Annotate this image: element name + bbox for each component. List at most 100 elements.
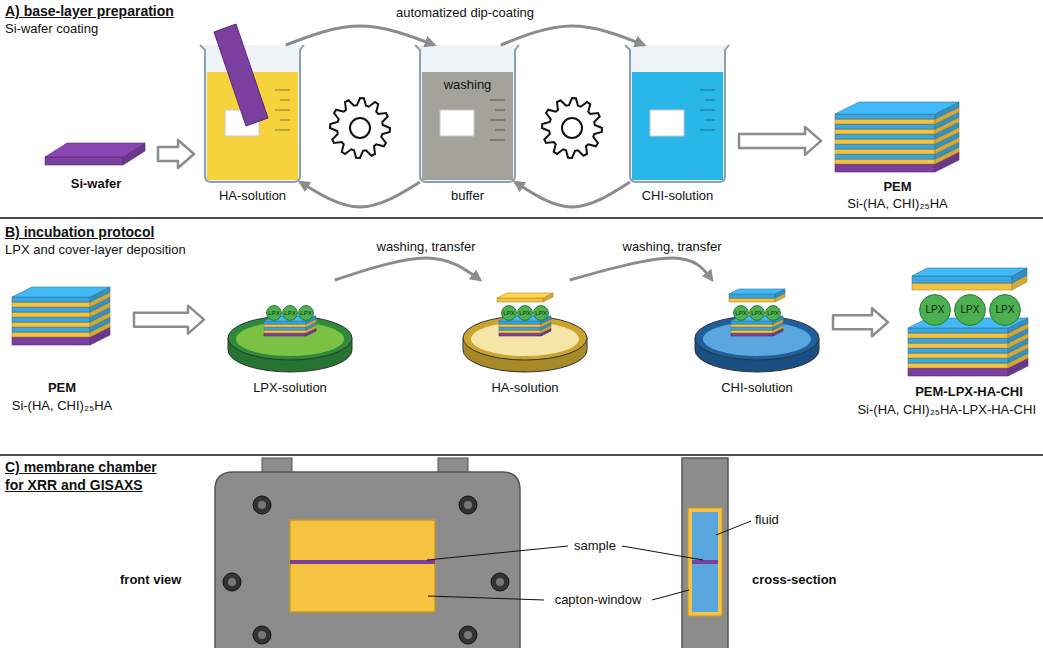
sphere-label: LPX	[503, 310, 514, 316]
layer-stack	[835, 164, 935, 172]
node-label: CHI-solution	[721, 380, 793, 396]
layer-stack	[499, 324, 541, 327]
process-item: HA-solutionLPXLPXLPX	[461, 280, 589, 374]
screw-hole	[258, 631, 266, 639]
petri-dish	[695, 316, 819, 360]
layer-stack	[264, 330, 306, 333]
sphere-outline	[299, 306, 314, 321]
sphere-label: LPX	[961, 305, 980, 315]
sphere-label: LPX	[751, 310, 762, 316]
sphere-outline	[766, 306, 781, 321]
layer-stack	[499, 330, 541, 333]
lpx-sphere: LPX	[733, 305, 749, 321]
layer-stack	[264, 324, 306, 327]
layer-stack	[835, 129, 935, 134]
lpx-sphere: LPX	[517, 305, 533, 321]
process-item: CHI-solutionLPXLPXLPX	[693, 280, 821, 374]
gear-symbol	[350, 118, 370, 138]
sphere-outline	[990, 295, 1021, 326]
sphere-outline	[955, 295, 986, 326]
layer-stack	[908, 353, 1008, 358]
layer-stack	[908, 368, 1008, 376]
layer-stack	[12, 322, 90, 327]
layer-stack	[835, 119, 935, 124]
beaker	[440, 110, 474, 136]
layer-stack	[908, 348, 1008, 353]
petri-dish	[228, 316, 352, 360]
lpx-sphere: LPX	[533, 305, 549, 321]
chamber-cross-section	[692, 512, 718, 612]
sphere-outline	[920, 295, 951, 326]
layer-stack	[731, 321, 773, 324]
petri-dish	[228, 316, 819, 372]
screw-hole	[459, 626, 477, 644]
chamber-cross-section	[692, 560, 718, 564]
process-item: HA-solution	[205, 45, 300, 182]
node-label: Si-(HA, CHI)₂₅HA	[847, 196, 948, 212]
layer-stack	[729, 289, 785, 294]
leader-line	[427, 521, 751, 600]
chamber-front	[290, 520, 435, 612]
layer-stack	[835, 102, 959, 114]
chamber-cross-section	[682, 458, 728, 648]
layer-stack	[497, 293, 553, 298]
sphere-outline	[534, 306, 549, 321]
panel-divider	[0, 217, 1043, 219]
sphere-outline	[750, 306, 765, 321]
sphere-label: LPX	[926, 305, 945, 315]
screw-hole	[258, 501, 266, 509]
process-item: CHI-solution	[630, 45, 725, 182]
layer-stack	[835, 159, 935, 164]
block-arrow	[158, 140, 194, 168]
layer-stack	[835, 134, 935, 139]
layer-stack	[912, 283, 1012, 290]
layer-stack	[12, 287, 110, 297]
screw-hole	[253, 496, 271, 514]
chamber-cross-section	[682, 458, 728, 648]
node-label: HA-solution	[219, 188, 286, 204]
layer-stack	[12, 102, 1028, 376]
layer-stack	[264, 333, 306, 336]
layer-stack	[835, 149, 935, 154]
layer-stack	[908, 358, 1008, 363]
gear-symbol	[562, 118, 582, 138]
node-label: Si-wafer	[71, 176, 122, 192]
lpx-sphere: LPX	[765, 305, 781, 321]
layer-stack	[912, 268, 1027, 276]
panel-heading: B) incubation protocol	[5, 224, 154, 241]
lpx-sphere: LPX	[282, 305, 298, 321]
layer-stack	[729, 298, 775, 302]
curved-arrow	[300, 182, 420, 207]
annotation: automatized dip-coating	[396, 5, 534, 21]
node-label: PEM-LPX-HA-CHI	[915, 384, 1023, 400]
node-label: PEM	[883, 179, 911, 195]
screw-hole	[228, 578, 236, 586]
layer-stack	[835, 144, 935, 149]
beaker	[415, 45, 519, 182]
panel-heading: cross-section	[752, 572, 837, 588]
beaker	[632, 72, 723, 180]
annotation: fluid	[755, 512, 779, 528]
petri-dish	[236, 322, 344, 356]
leader-line	[716, 521, 751, 535]
layer-stack	[731, 324, 773, 327]
layer-stack	[12, 317, 90, 322]
layer-stack	[835, 124, 935, 129]
beaker	[700, 90, 715, 130]
curved-arrow	[286, 26, 435, 45]
beaker	[275, 90, 290, 130]
layer-stack	[12, 327, 90, 332]
layer-stack	[835, 139, 935, 144]
sphere-label: LPX	[996, 305, 1015, 315]
layer-stack	[731, 327, 773, 330]
layer-stack	[499, 321, 541, 324]
layer-stack	[264, 327, 306, 330]
block-arrow	[739, 127, 821, 155]
node-label: PEM	[48, 380, 76, 396]
lpx-sphere: LPX	[954, 294, 986, 326]
layer-stack	[264, 321, 306, 324]
screw-hole	[464, 631, 472, 639]
curved-arrow	[501, 26, 645, 45]
panel-divider	[0, 218, 1043, 455]
annotation: capton-window	[555, 592, 642, 608]
